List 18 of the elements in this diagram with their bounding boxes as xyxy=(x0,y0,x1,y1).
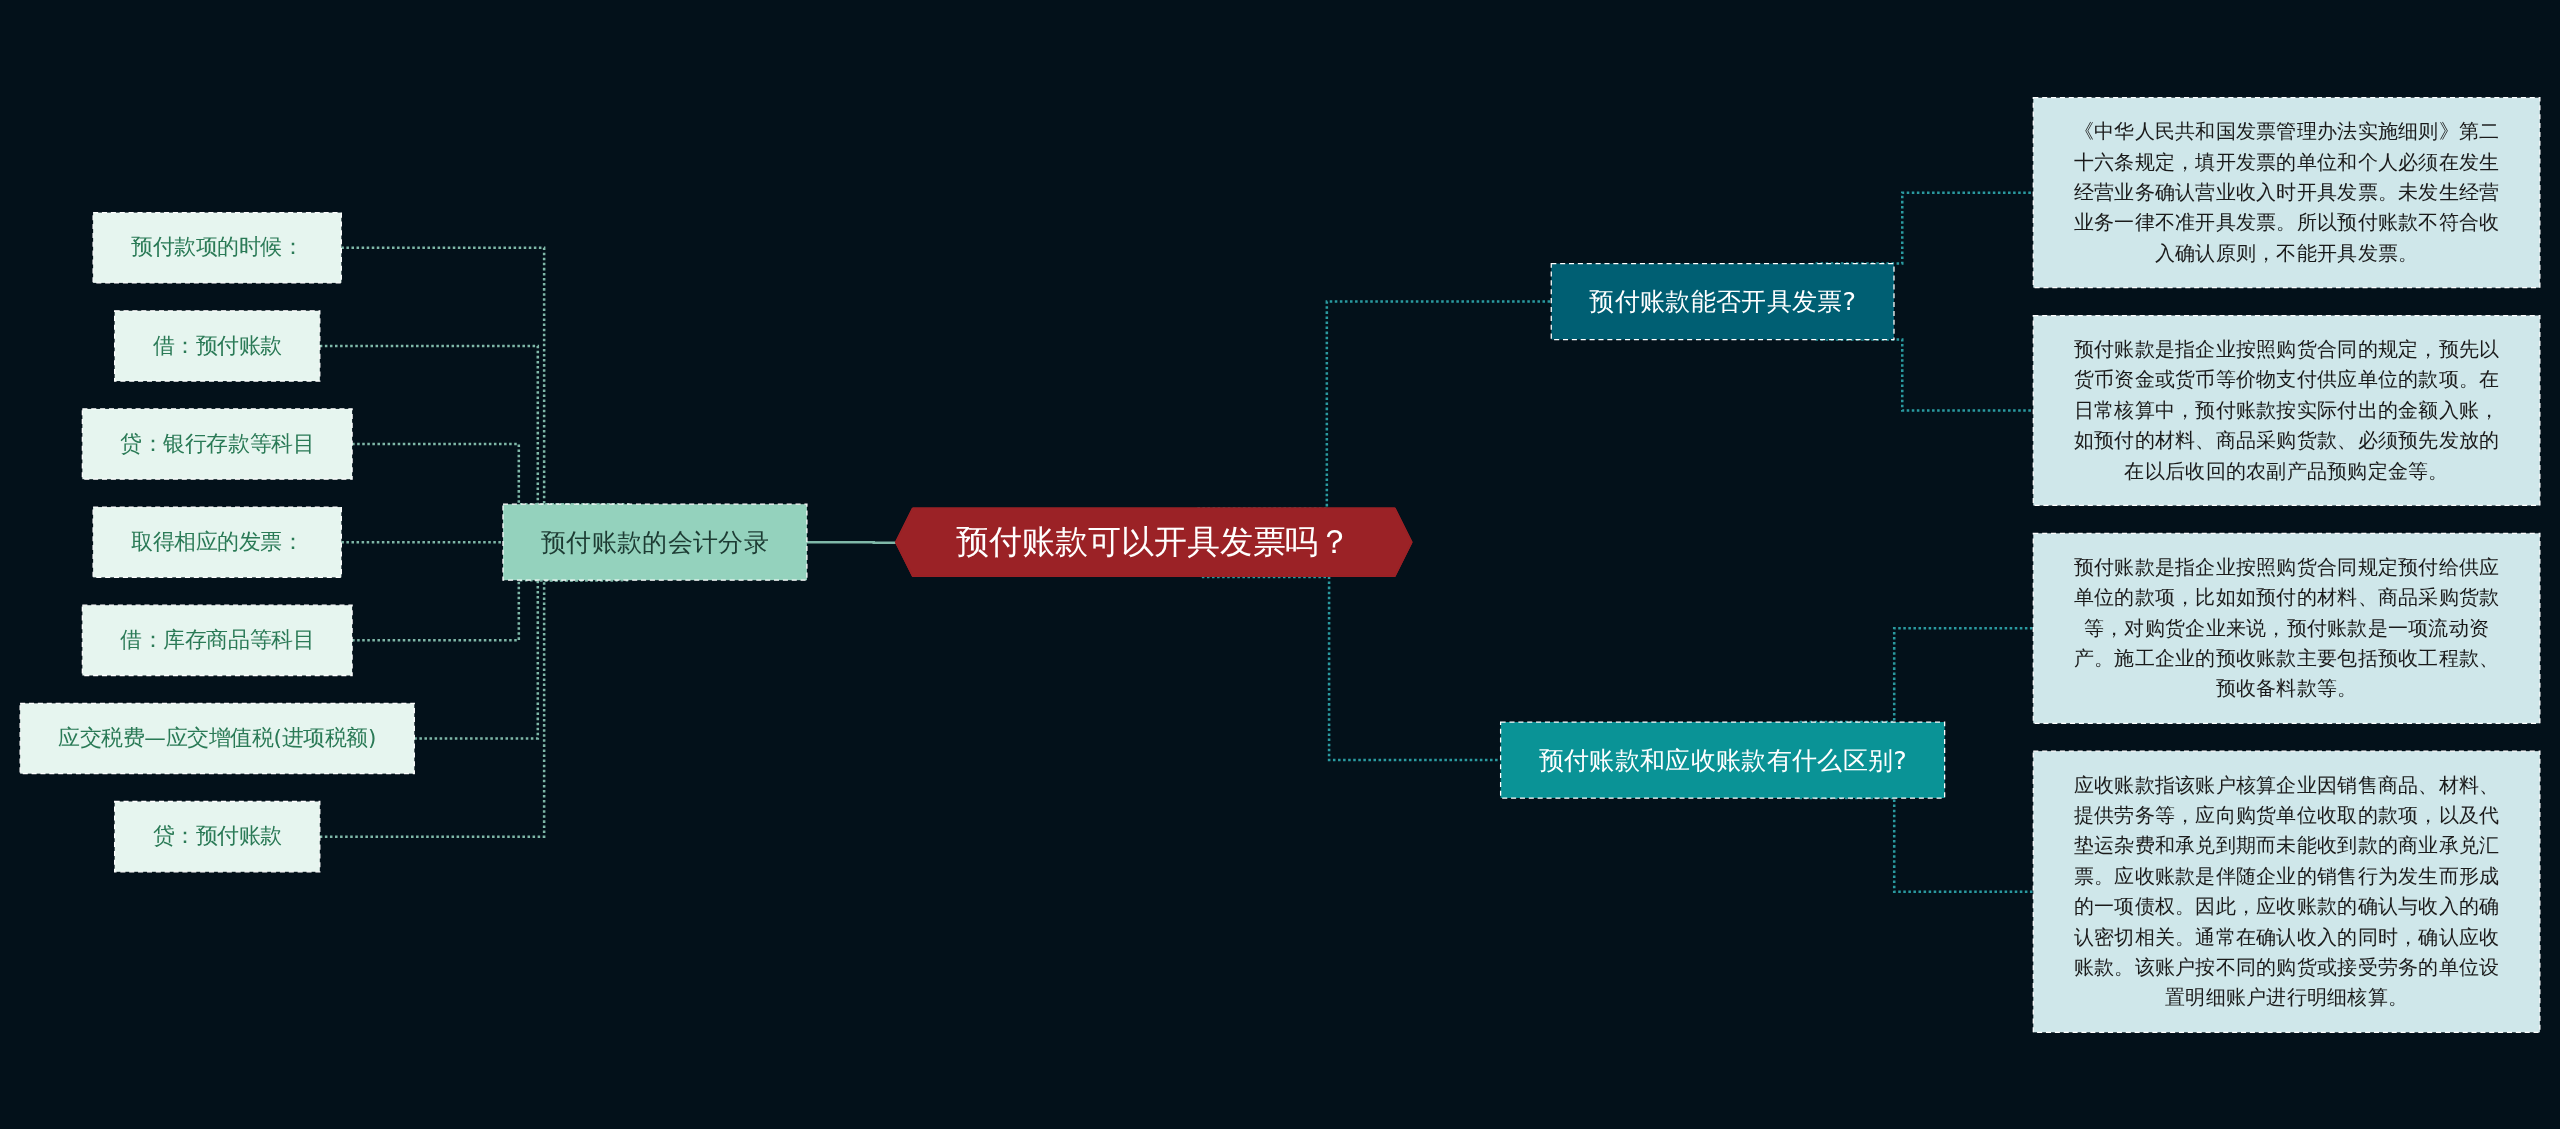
node-box: 预付账款是指企业按照购货合同规定预付给供应单位的款项，比如如预付的材料、商品采购货款等，对购货企业来说，预付账款是一项流动资产。施工企业的预收账款主要包括预收工程款、预收备料款等。 xyxy=(2032,532,2541,724)
node-box: 预付账款和应收账款有什么区别? xyxy=(1499,720,1946,799)
node-box: 《中华人民共和国发票管理办法实施细则》第二十六条规定，填开发票的单位和个人必须在发生经营业务确认营业收入时开具发票。未发生经营业务一律不准开具发票。所以预付账款不符合收入确认原则，不能开具发票。 xyxy=(2032,96,2541,288)
node-box: 贷：预付账款 xyxy=(114,800,321,872)
node-box: 应收账款指该账户核算企业因销售商品、材料、提供劳务等，应向购货单位收取的款项，以及代垫运杂费和承兑到期而未能收到款的商业承兑汇票。应收账款是伴随企业的销售行为发生而形成的一项债权。因此，应收账款的确认与收入的确认密切相关。通常在确认收入的同时，确认应收账款。该账户按不同的购货或接受劳务的单位设置明细账户进行明细核算。 xyxy=(2032,750,2541,1033)
node-box: 借：预付账款 xyxy=(114,309,321,382)
connector xyxy=(319,578,630,838)
node-box: 贷：银行存款等科目 xyxy=(81,407,353,480)
node-box: 预付账款是指企业按照购货合同的规定，预先以货币资金或货币等价物支付供应单位的款项。在日常核算中，预付账款按实际付出的金额入账，如预付的材料、商品采购货款、必须预先发放的在以后收回的农副产品预购定金等。 xyxy=(2032,314,2541,506)
node-box: 预付账款的会计分录 xyxy=(502,503,808,581)
connector xyxy=(1201,575,1501,761)
node-box: 取得相应的发票： xyxy=(92,505,342,578)
node-box: 应交税费—应交增值税(进项税额) xyxy=(19,702,415,774)
node-box: 预付款项的时候： xyxy=(92,211,342,284)
connector xyxy=(806,540,897,544)
connector xyxy=(1799,796,2034,893)
node-box: 借：库存商品等科目 xyxy=(81,604,353,676)
node-box: 预付账款能否开具发票? xyxy=(1550,262,1895,340)
